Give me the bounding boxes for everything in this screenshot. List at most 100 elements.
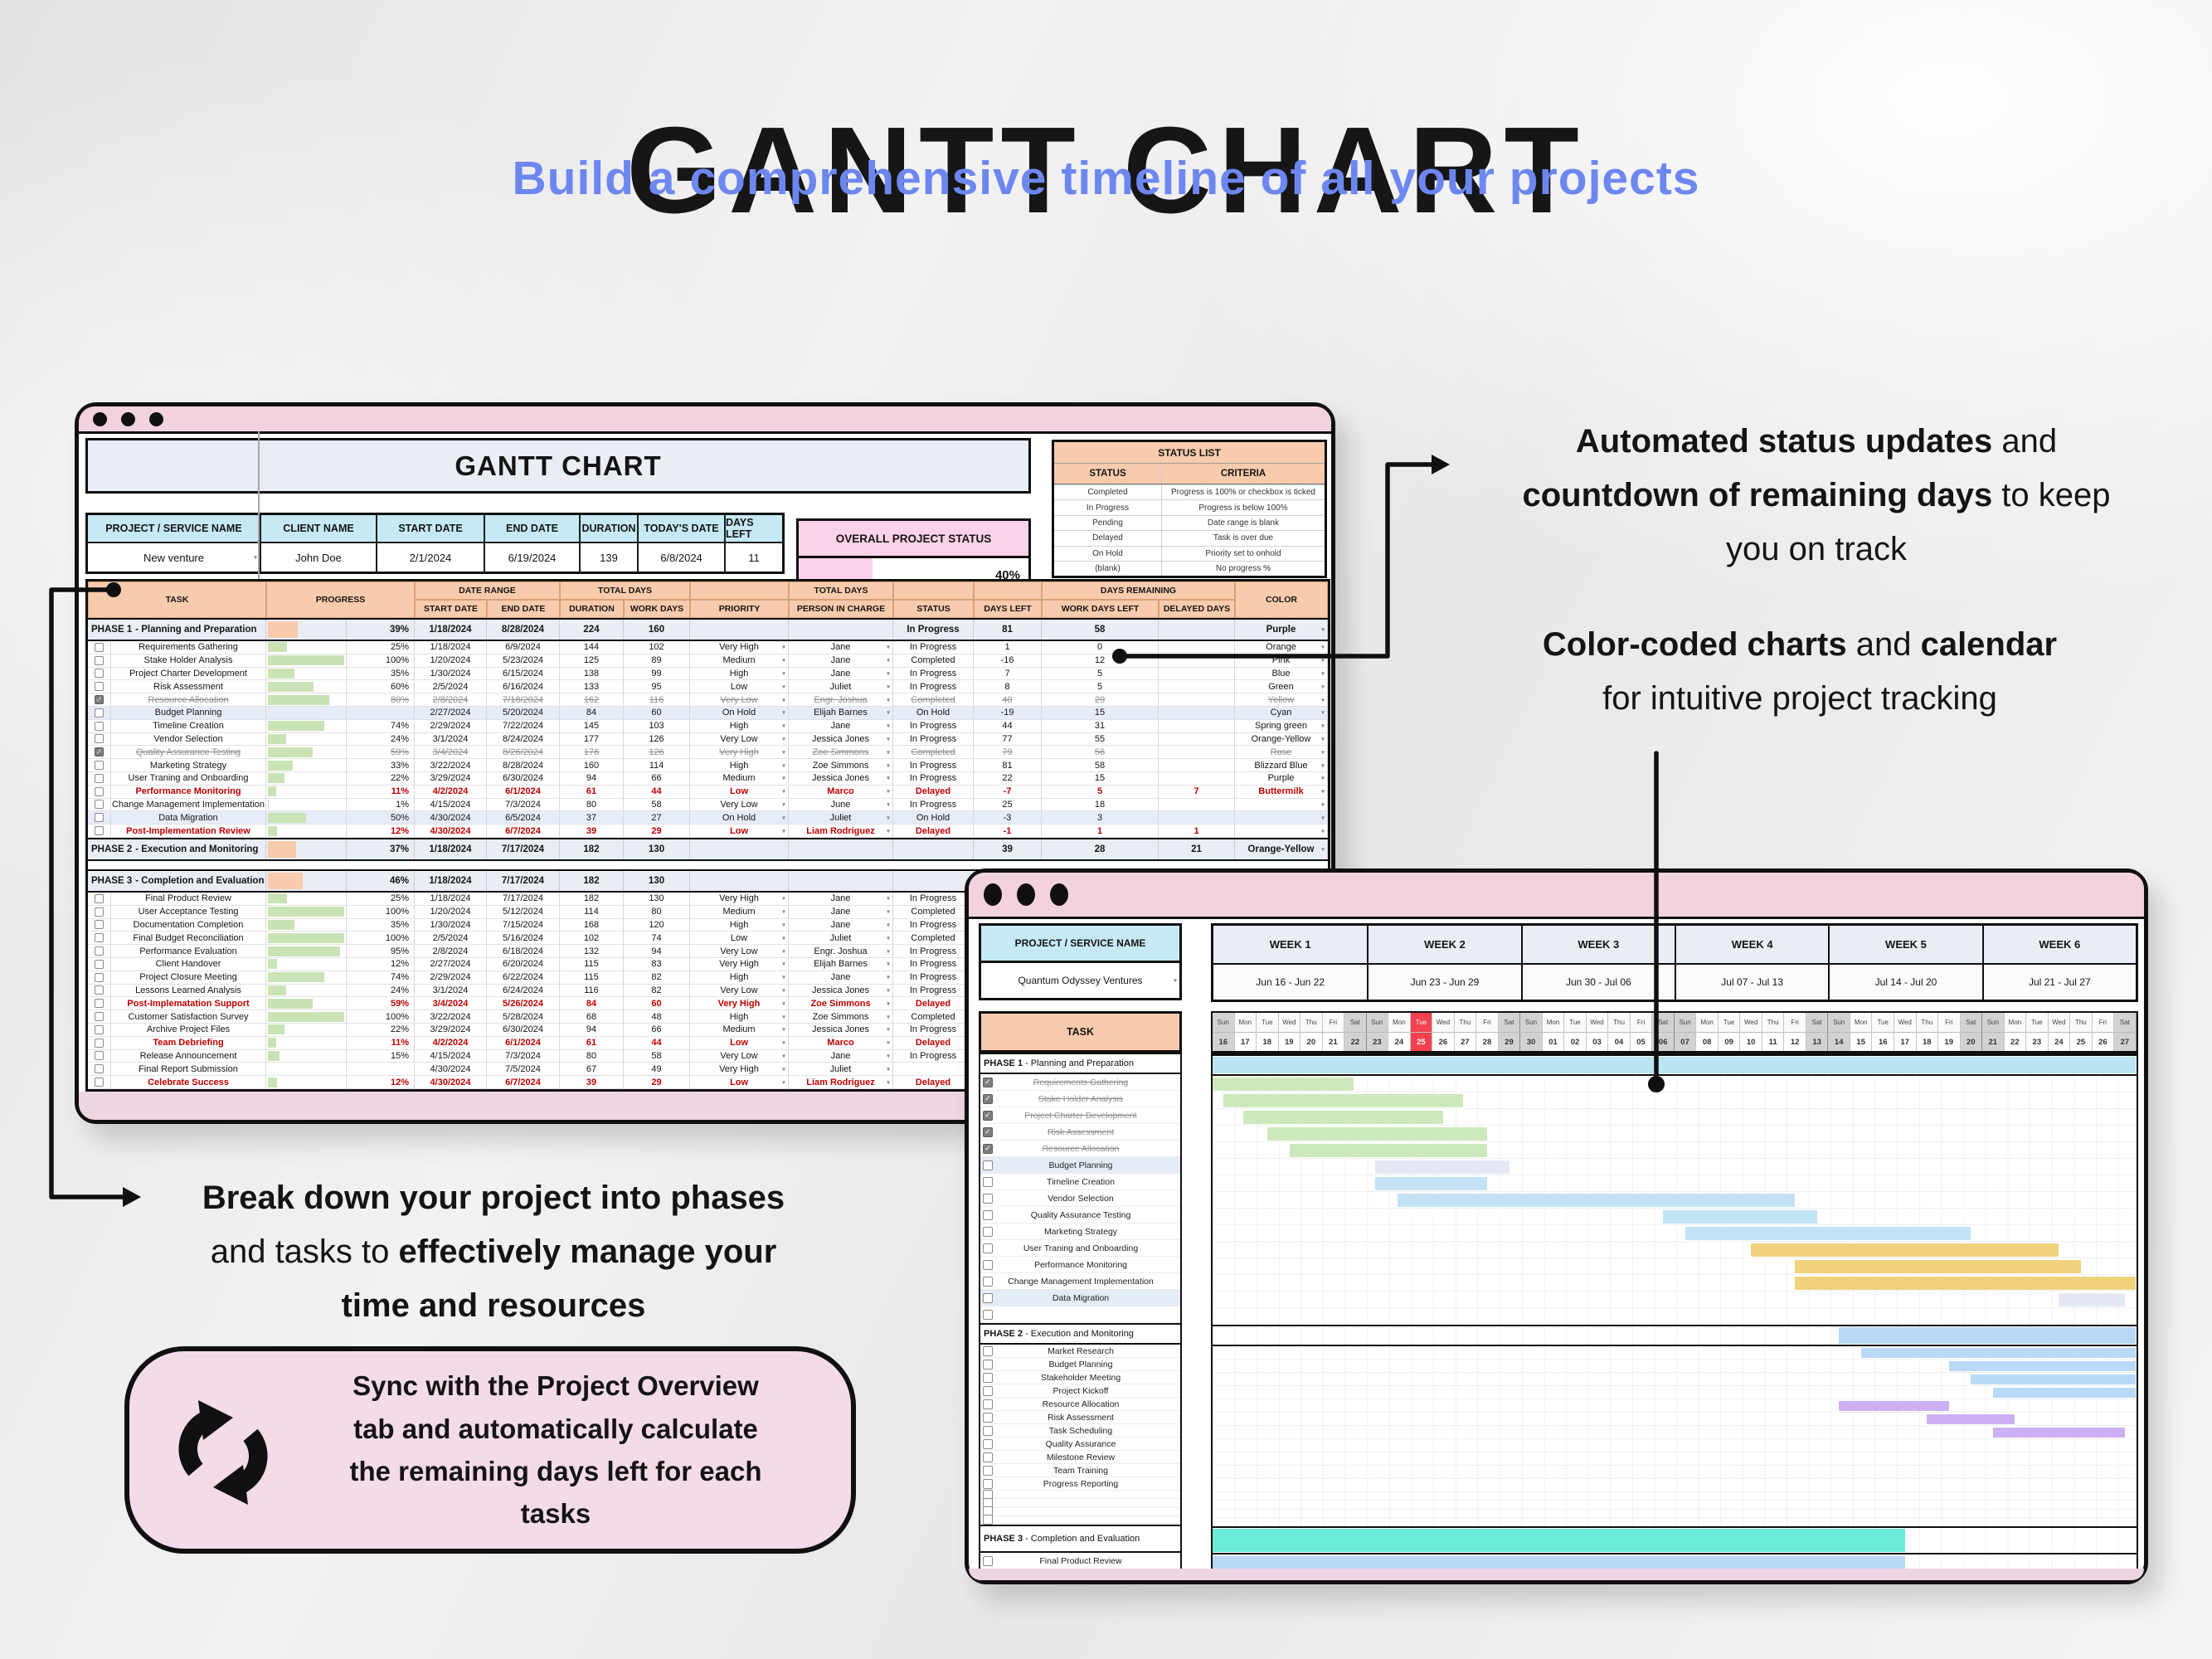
- dropdown-caret-icon[interactable]: ▾: [781, 774, 785, 782]
- task-checkbox[interactable]: ✓: [95, 747, 104, 757]
- color-select[interactable]: Orange▾: [1235, 641, 1328, 654]
- person-select[interactable]: Jessica Jones▾: [789, 732, 893, 747]
- color-select[interactable]: Rose▾: [1235, 746, 1328, 760]
- cell[interactable]: 1/18/2024: [415, 620, 487, 640]
- dropdown-caret-icon[interactable]: ▾: [781, 1025, 785, 1034]
- cell[interactable]: 8/24/2024: [487, 732, 560, 747]
- dropdown-caret-icon[interactable]: ▾: [886, 683, 890, 691]
- cell[interactable]: 60: [624, 706, 690, 720]
- status-value[interactable]: Completed: [893, 693, 974, 707]
- dropdown-caret-icon[interactable]: ▾: [781, 973, 785, 981]
- cell[interactable]: 4/2/2024: [415, 1036, 487, 1050]
- window-control-dot[interactable]: [93, 411, 107, 426]
- person-select[interactable]: Jane▾: [789, 719, 893, 733]
- cell[interactable]: [347, 706, 415, 720]
- task-checkbox[interactable]: [983, 1438, 993, 1449]
- priority-select[interactable]: Very Low▾: [690, 984, 789, 998]
- person-select[interactable]: Jane▾: [789, 971, 893, 985]
- dropdown-caret-icon[interactable]: ▾: [886, 1013, 890, 1021]
- task-checkbox[interactable]: [983, 1478, 993, 1489]
- person-select[interactable]: Juliet▾: [789, 1063, 893, 1077]
- dropdown-caret-icon[interactable]: ▾: [886, 1065, 890, 1073]
- task-checkbox[interactable]: [983, 1359, 993, 1370]
- person-select[interactable]: Marco▾: [789, 1036, 893, 1050]
- person-select[interactable]: Zoe Simmons▾: [789, 1010, 893, 1024]
- cell[interactable]: 55: [1042, 732, 1159, 747]
- cell[interactable]: 2/29/2024: [415, 971, 487, 985]
- cell[interactable]: 29: [624, 825, 690, 838]
- priority-select[interactable]: Low▾: [690, 1036, 789, 1050]
- cell[interactable]: 3/29/2024: [415, 1023, 487, 1037]
- dropdown-caret-icon[interactable]: ▾: [781, 800, 785, 809]
- status-value[interactable]: Delayed: [893, 825, 974, 838]
- cell[interactable]: 6/16/2024: [487, 680, 560, 694]
- info-value[interactable]: 2/1/2024: [376, 542, 484, 572]
- info-value[interactable]: 11: [724, 542, 782, 572]
- dropdown-caret-icon[interactable]: ▾: [886, 787, 890, 795]
- priority-select[interactable]: Low▾: [690, 825, 789, 838]
- cell[interactable]: 1/18/2024: [415, 870, 487, 891]
- dropdown-caret-icon[interactable]: ▾: [886, 800, 890, 809]
- dropdown-caret-icon[interactable]: ▾: [781, 696, 785, 704]
- cell[interactable]: 1: [1159, 825, 1235, 838]
- priority-select[interactable]: High▾: [690, 719, 789, 733]
- task-checkbox[interactable]: ✓: [983, 1077, 993, 1087]
- task-checkbox[interactable]: [95, 800, 104, 810]
- task-checkbox[interactable]: [983, 1259, 993, 1270]
- priority-select[interactable]: Low▾: [690, 1076, 789, 1089]
- cell[interactable]: 99: [624, 667, 690, 681]
- cell[interactable]: [1159, 654, 1235, 668]
- cell[interactable]: [1159, 759, 1235, 772]
- task-checkbox[interactable]: [983, 1372, 993, 1383]
- cell[interactable]: 7/15/2024: [487, 918, 560, 932]
- task-checkbox[interactable]: [983, 1385, 993, 1396]
- priority-select[interactable]: Very High▾: [690, 641, 789, 654]
- cell[interactable]: 80: [560, 798, 624, 812]
- task-checkbox[interactable]: [983, 1243, 993, 1253]
- person-select[interactable]: Jane▾: [789, 654, 893, 668]
- task-checkbox[interactable]: [95, 907, 104, 917]
- priority-select[interactable]: Medium▾: [690, 905, 789, 919]
- task-checkbox[interactable]: [95, 972, 104, 982]
- task-checkbox[interactable]: [983, 1292, 993, 1303]
- status-value[interactable]: In Progress: [893, 971, 974, 985]
- task-checkbox[interactable]: [95, 826, 104, 836]
- cell[interactable]: 31: [1042, 719, 1159, 733]
- dropdown-caret-icon[interactable]: ▾: [781, 1052, 785, 1060]
- cell[interactable]: 25%: [347, 641, 415, 654]
- cell[interactable]: 160: [560, 759, 624, 772]
- cell[interactable]: 4/30/2024: [415, 811, 487, 825]
- cell[interactable]: 102: [624, 641, 690, 654]
- person-select[interactable]: Jane▾: [789, 918, 893, 932]
- cell[interactable]: 74: [624, 932, 690, 946]
- person-select[interactable]: Liam Rodriguez▾: [789, 1076, 893, 1089]
- dropdown-caret-icon[interactable]: ▾: [886, 774, 890, 782]
- cell[interactable]: 58: [1042, 620, 1159, 640]
- status-value[interactable]: In Progress: [893, 667, 974, 681]
- status-value[interactable]: On Hold: [893, 706, 974, 720]
- task-checkbox[interactable]: [983, 1193, 993, 1204]
- cell[interactable]: 5/26/2024: [487, 997, 560, 1011]
- cell[interactable]: 224: [560, 620, 624, 640]
- person-select[interactable]: Jane▾: [789, 1049, 893, 1063]
- status-value[interactable]: In Progress: [893, 771, 974, 786]
- cell[interactable]: 5: [1042, 680, 1159, 694]
- dropdown-caret-icon[interactable]: ▾: [1320, 827, 1325, 835]
- person-select[interactable]: Jane▾: [789, 905, 893, 919]
- cell[interactable]: 66: [624, 771, 690, 786]
- cell[interactable]: 1/20/2024: [415, 905, 487, 919]
- cell[interactable]: 39%: [347, 620, 415, 640]
- cell[interactable]: 115: [560, 957, 624, 971]
- cell[interactable]: 80: [560, 1049, 624, 1063]
- cell[interactable]: 116: [560, 984, 624, 998]
- cell[interactable]: 145: [560, 719, 624, 733]
- cell[interactable]: 29: [1042, 693, 1159, 707]
- info-value[interactable]: New venture▾: [88, 542, 260, 572]
- person-select[interactable]: Zoe Simmons▾: [789, 997, 893, 1011]
- priority-select[interactable]: Very High▾: [690, 746, 789, 760]
- info-value[interactable]: 6/8/2024: [637, 542, 724, 572]
- status-value[interactable]: In Progress: [893, 945, 974, 958]
- dropdown-caret-icon[interactable]: ▾: [781, 683, 785, 691]
- cell[interactable]: 89: [624, 654, 690, 668]
- task-checkbox[interactable]: [95, 893, 104, 903]
